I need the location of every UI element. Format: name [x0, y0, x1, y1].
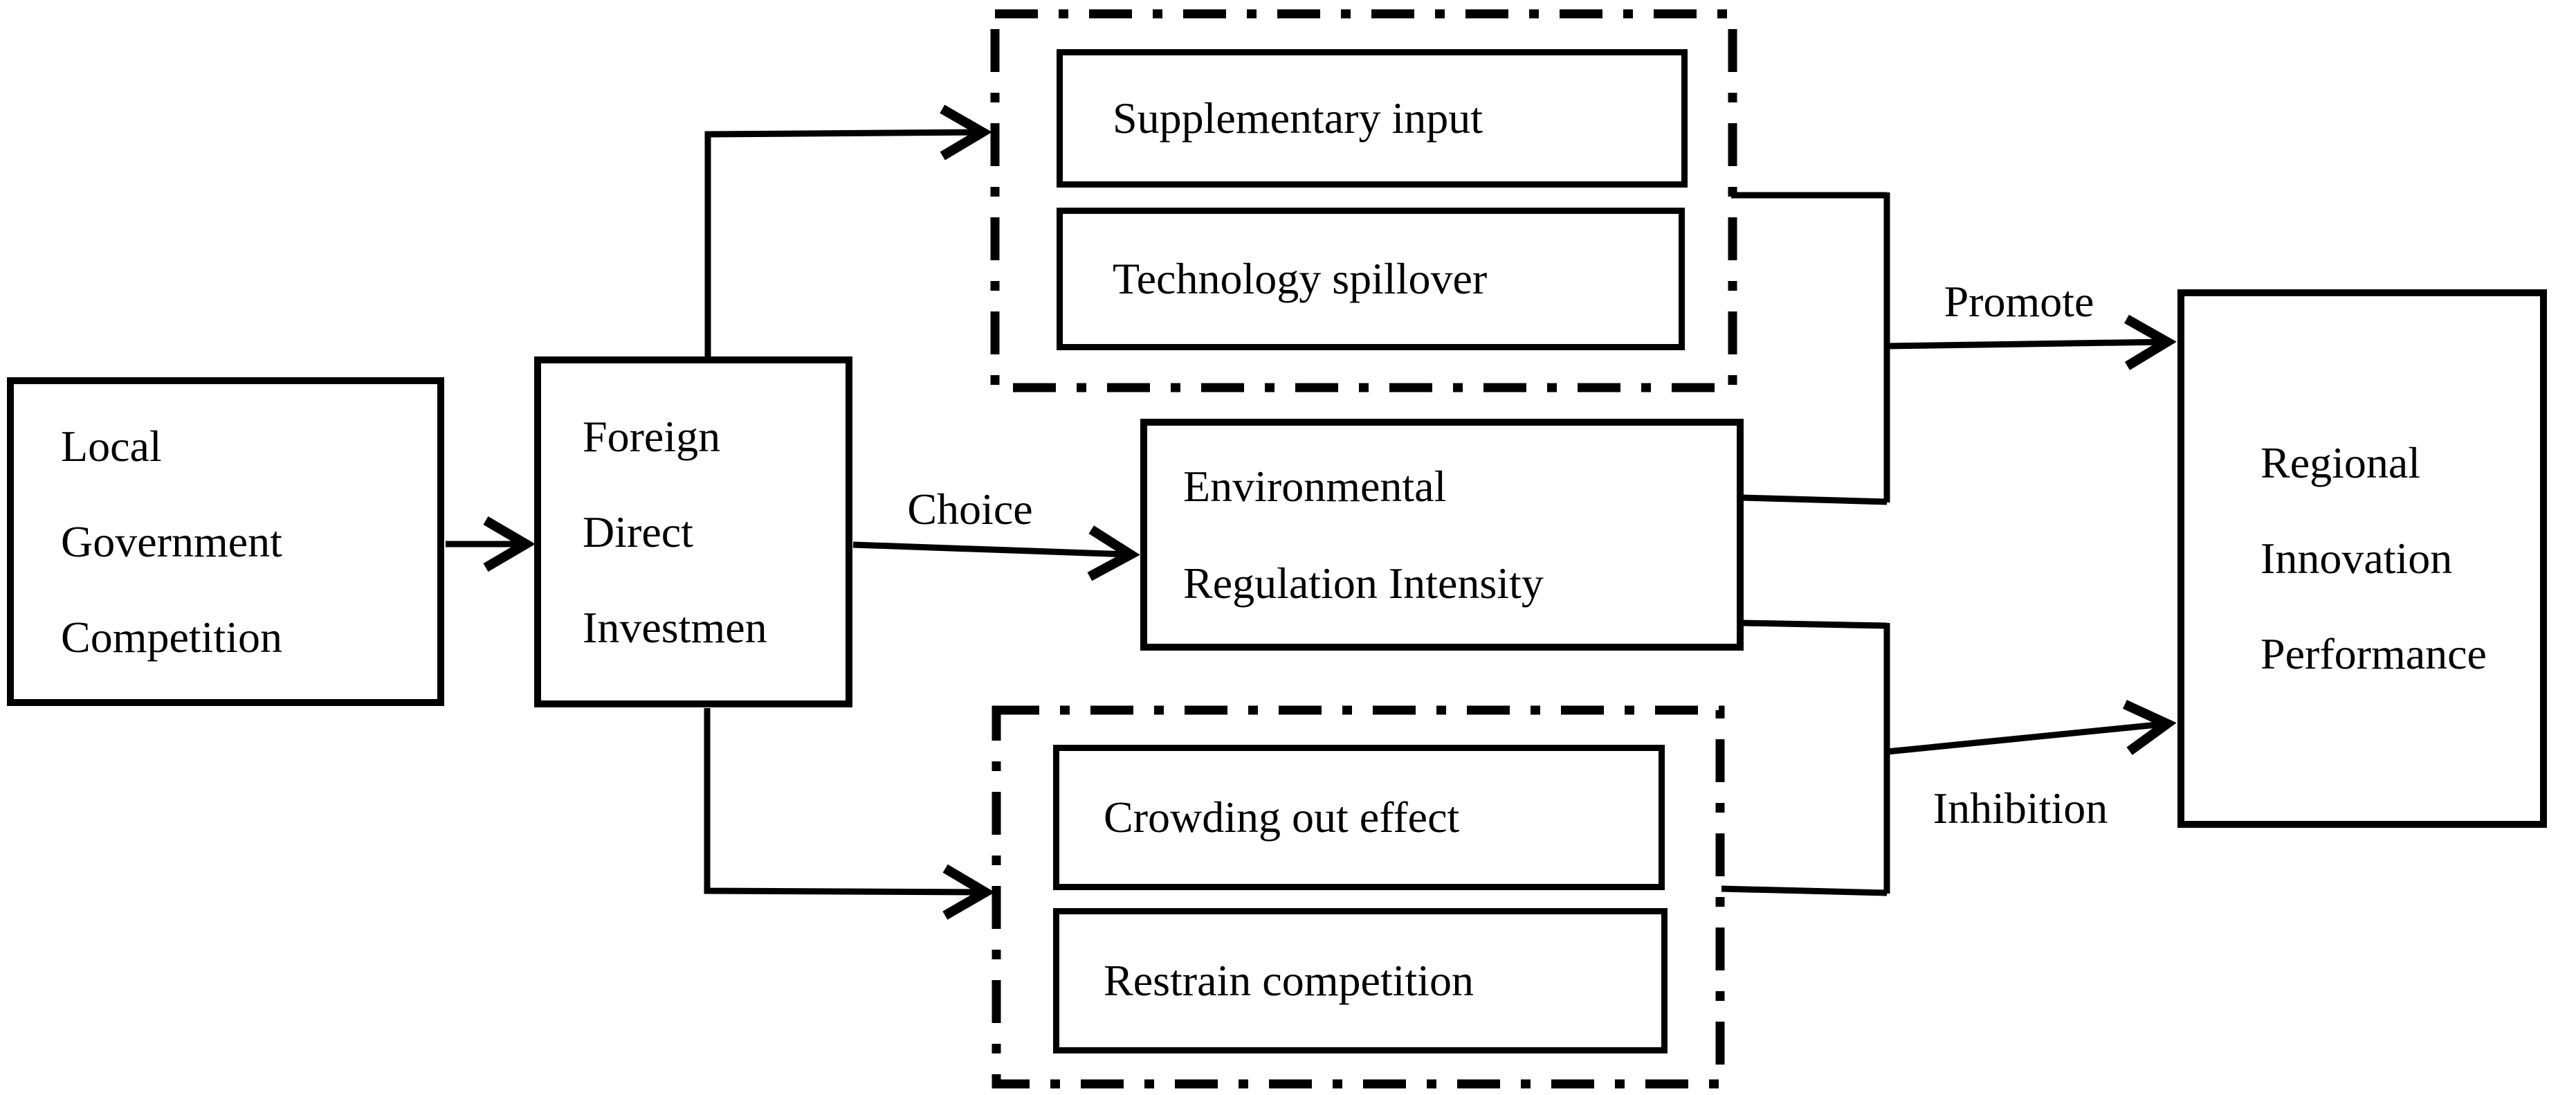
edge-fdi-to-positive-group	[704, 105, 992, 357]
node-line: Restrain competition	[1104, 956, 1474, 1005]
node-line: Technology spillover	[1113, 254, 1488, 303]
node-line: Government	[61, 516, 282, 566]
node-line: Environmental	[1183, 461, 1447, 511]
node-line: Regulation Intensity	[1183, 558, 1544, 608]
negative-effects-group-border	[992, 705, 1725, 1089]
node-restrain-competition: Restrain competition	[1053, 908, 1668, 1053]
node-foreign-direct-investment: Foreign Direct Investmen	[534, 356, 852, 707]
positive-effects-group-border	[990, 9, 1737, 392]
node-line: Regional	[2260, 438, 2421, 487]
connector-eri-to-top-junction	[1742, 494, 1888, 505]
node-crowding-out-effect: Crowding out effect	[1053, 745, 1665, 890]
node-line: Direct	[583, 507, 693, 556]
node-technology-spillover: Technology spillover	[1057, 208, 1685, 350]
node-line: Competition	[61, 612, 282, 662]
node-local-government-competition: Local Government Competition	[7, 377, 444, 706]
edge-fdi-to-eri-choice	[852, 525, 1140, 581]
node-environmental-regulation-intensity: Environmental Regulation Intensity	[1140, 419, 1744, 651]
node-line: Supplementary input	[1113, 93, 1483, 143]
edge-fdi-to-negative-group	[704, 708, 995, 920]
node-supplementary-input: Supplementary input	[1057, 49, 1688, 188]
node-regional-innovation-performance: Regional Innovation Performance	[2177, 289, 2547, 828]
node-line: Performance	[2260, 629, 2487, 678]
node-line: Foreign	[583, 411, 721, 461]
edge-label-choice: Choice	[907, 485, 1033, 534]
edge-label-promote: Promote	[1944, 277, 2094, 326]
node-line: Local	[61, 421, 162, 471]
node-line: Investmen	[583, 602, 767, 652]
edge-label-inhibition: Inhibition	[1933, 784, 2108, 833]
node-line: Crowding out effect	[1104, 793, 1460, 842]
connector-negative-group-to-bottom-junction	[1721, 885, 1888, 896]
connector-eri-to-bottom-junction	[1742, 619, 1888, 629]
edge-promote	[1886, 314, 2177, 370]
node-line: Innovation	[2260, 534, 2453, 583]
edge-inhibition	[1886, 700, 2177, 755]
